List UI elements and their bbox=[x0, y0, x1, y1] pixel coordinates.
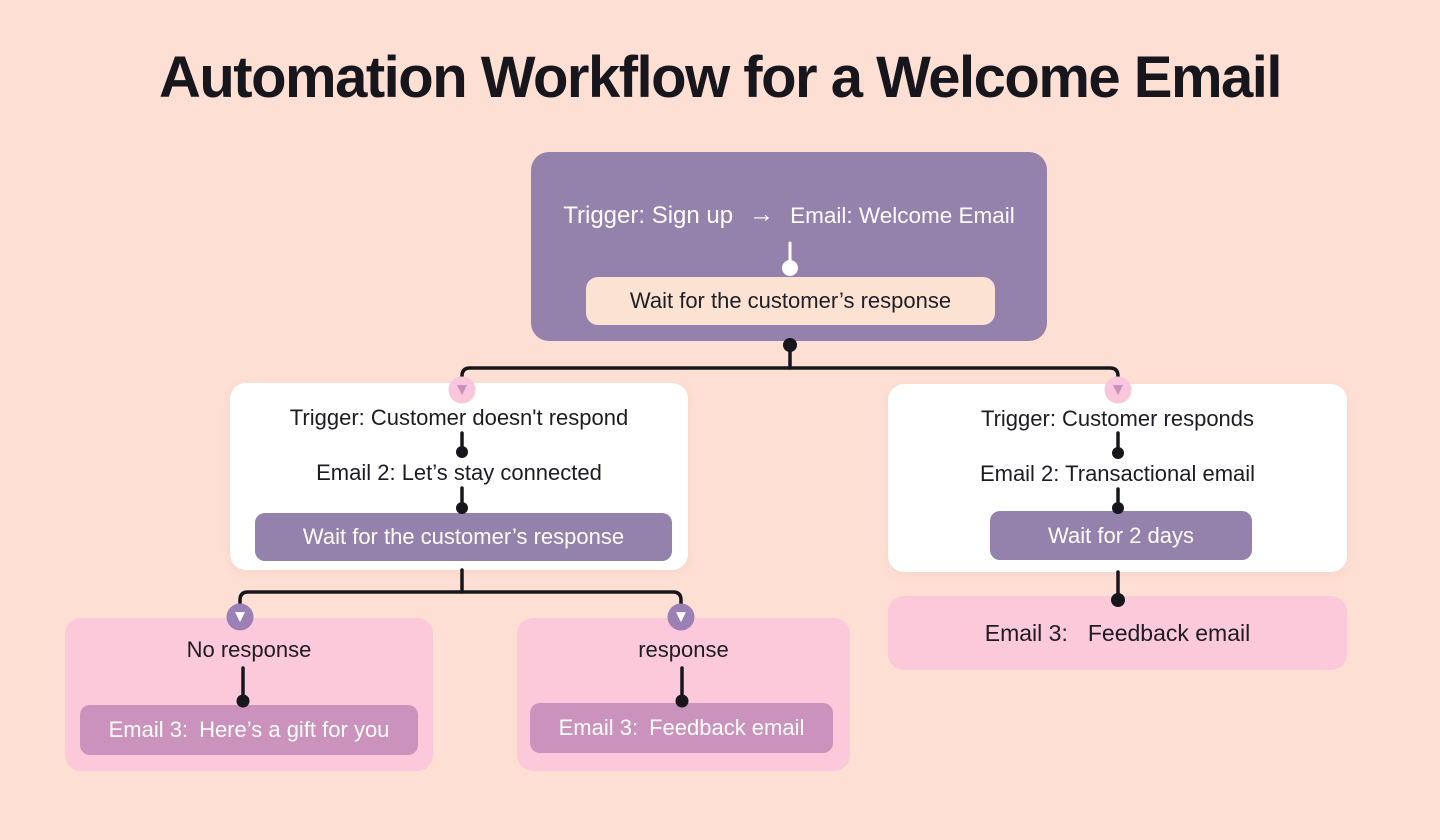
branch-no-response-wait-chip: Wait for the customer’s response bbox=[255, 513, 672, 561]
branch-no-response-email: Email 2: Let’s stay connected bbox=[316, 460, 602, 485]
node-branch-no-response: Trigger: Customer doesn't respond Email … bbox=[230, 383, 688, 570]
email3-label: Email 3: bbox=[558, 715, 639, 740]
email3-text: Feedback email bbox=[649, 715, 805, 740]
triangle-down-glyph: ▼ bbox=[1113, 382, 1123, 398]
leaf-no-response-email-chip: Email 3: Here’s a gift for you bbox=[80, 705, 418, 755]
node-leaf-no-response: No response Email 3: Here’s a gift for y… bbox=[65, 618, 433, 771]
page-title: Automation Workflow for a Welcome Email bbox=[158, 45, 1283, 110]
triangle-down-glyph: ▼ bbox=[676, 609, 686, 625]
connector-left-subbranch bbox=[238, 568, 683, 606]
root-trigger-row: Trigger: Sign up → Email: Welcome Email bbox=[531, 202, 1047, 230]
node-root-welcome-email: Trigger: Sign up → Email: Welcome Email … bbox=[531, 152, 1047, 341]
branch-responds-email: Email 2: Transactional email bbox=[979, 461, 1256, 486]
leaf-no-response-label: No response bbox=[186, 637, 312, 662]
root-email-label: Email: Welcome Email bbox=[790, 203, 1015, 228]
email3-text: Feedback email bbox=[1087, 619, 1251, 646]
leaf-response-label: response bbox=[638, 637, 729, 662]
branch-no-response-trigger: Trigger: Customer doesn't respond bbox=[289, 405, 629, 430]
triangle-down-glyph: ▼ bbox=[457, 382, 467, 398]
node-leaf-response: response Email 3: Feedback email bbox=[517, 618, 850, 771]
arrow-down-icon: ▼ bbox=[226, 603, 254, 631]
leaf-response-email-chip: Email 3: Feedback email bbox=[530, 703, 833, 753]
node-leaf-feedback-email: Email 3: Feedback email bbox=[888, 596, 1347, 670]
branch-responds-trigger: Trigger: Customer responds bbox=[980, 406, 1255, 431]
right-arrow-icon: → bbox=[749, 200, 775, 228]
root-trigger-label: Trigger: Sign up bbox=[563, 202, 734, 229]
arrow-down-icon: ▼ bbox=[667, 603, 695, 631]
arrow-down-icon: ▼ bbox=[1104, 376, 1132, 404]
branch-responds-wait-chip: Wait for 2 days bbox=[990, 511, 1252, 560]
arrow-down-icon: ▼ bbox=[448, 376, 476, 404]
node-branch-responds: Trigger: Customer responds Email 2: Tran… bbox=[888, 384, 1347, 572]
root-wait-chip: Wait for the customer’s response bbox=[586, 277, 995, 325]
email3-label: Email 3: bbox=[108, 717, 189, 742]
triangle-down-glyph: ▼ bbox=[235, 609, 245, 625]
connector-root-branch bbox=[460, 338, 1120, 385]
email3-label: Email 3: bbox=[984, 619, 1068, 646]
email3-text: Here’s a gift for you bbox=[199, 717, 390, 742]
